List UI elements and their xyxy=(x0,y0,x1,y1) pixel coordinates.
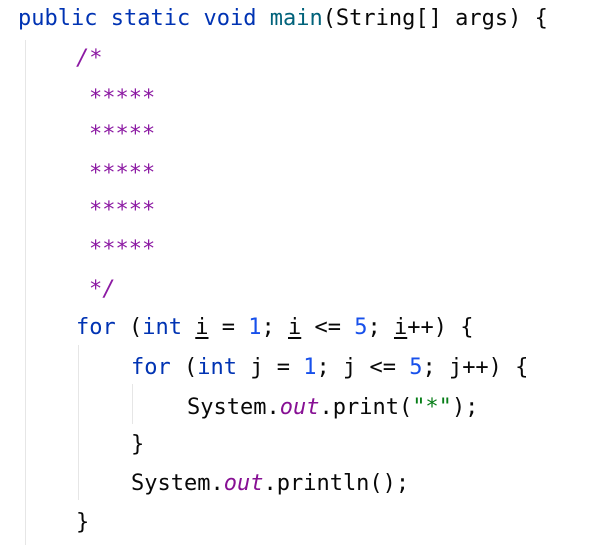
comment-close[interactable]: */ xyxy=(89,277,116,302)
keyword-for: for xyxy=(131,355,171,380)
loop-variable-i: i xyxy=(288,315,302,340)
comment-row-5[interactable]: ***** xyxy=(89,237,156,262)
number-literal: 5 xyxy=(354,315,368,340)
code-token: ++) { xyxy=(407,315,474,340)
code-token: ; xyxy=(261,315,288,340)
code-line-inner-for[interactable]: for (int j = 1; j <= 5; j++) { xyxy=(131,353,528,383)
code-token: System. xyxy=(131,471,224,496)
keyword-int: int xyxy=(142,315,182,340)
code-line-method-signature[interactable]: public static void main(String[] args) { xyxy=(18,4,548,34)
code-token: j = xyxy=(237,355,304,380)
code-line-print[interactable]: System.out.print("*"); xyxy=(187,393,478,423)
keyword-for: for xyxy=(76,315,116,340)
keyword-static: static xyxy=(110,6,191,31)
code-token: ; xyxy=(367,315,394,340)
method-params: (String[] args) { xyxy=(322,6,548,31)
code-token: .print( xyxy=(319,395,413,420)
code-line-outer-close[interactable]: } xyxy=(76,510,90,535)
code-token: ; j++) { xyxy=(422,355,529,380)
number-literal: 1 xyxy=(248,315,262,340)
comment-row-1[interactable]: ***** xyxy=(89,86,156,111)
code-line-outer-for[interactable]: for (int i = 1; i <= 5; i++) { xyxy=(76,313,473,343)
static-field-out: out xyxy=(223,471,264,496)
indent-guide-inner-for xyxy=(132,384,133,424)
string-literal: "*" xyxy=(412,395,452,420)
code-token: .println(); xyxy=(263,471,410,496)
comment-row-4[interactable]: ***** xyxy=(89,198,156,223)
code-line-inner-close[interactable]: } xyxy=(131,432,145,457)
comment-row-3[interactable]: ***** xyxy=(89,161,156,186)
indent-guide-method xyxy=(25,40,26,545)
code-token: ( xyxy=(115,315,143,340)
static-field-out: out xyxy=(279,395,320,420)
number-literal: 1 xyxy=(303,355,317,380)
keyword-public: public xyxy=(18,6,98,31)
code-token: = xyxy=(208,315,249,340)
loop-variable-i: i xyxy=(393,315,408,340)
keyword-int: int xyxy=(197,355,237,380)
method-name: main xyxy=(269,6,323,31)
comment-open[interactable]: /* xyxy=(76,46,103,71)
code-token: System. xyxy=(187,395,280,420)
code-line-println[interactable]: System.out.println(); xyxy=(131,469,409,499)
code-token: ); xyxy=(451,395,479,420)
code-token: ( xyxy=(170,355,198,380)
number-literal: 5 xyxy=(409,355,423,380)
code-token: <= xyxy=(301,315,355,340)
comment-row-2[interactable]: ***** xyxy=(89,122,156,147)
indent-guide-outer-for xyxy=(78,345,79,500)
loop-variable-i: i xyxy=(195,315,209,340)
code-token: ; j <= xyxy=(316,355,410,380)
keyword-void: void xyxy=(203,6,257,31)
